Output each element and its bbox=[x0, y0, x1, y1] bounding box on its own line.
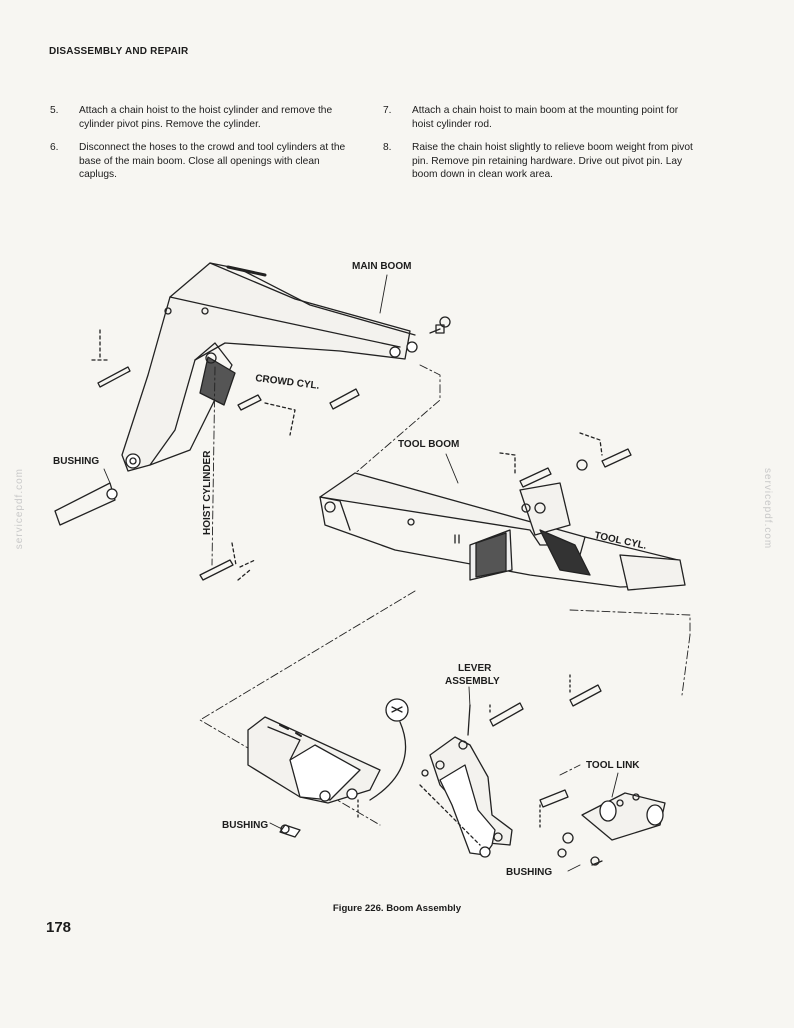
section-header: DISASSEMBLY AND REPAIR bbox=[49, 46, 189, 57]
step-text: Raise the chain hoist slightly to reliev… bbox=[412, 142, 693, 181]
label-lever: LEVER bbox=[458, 663, 492, 674]
label-crowd-cyl: CROWD CYL. bbox=[255, 373, 321, 392]
figure-caption: Figure 226. Boom Assembly bbox=[332, 903, 462, 914]
label-tool-boom: TOOL BOOM bbox=[398, 439, 459, 450]
leader-lines bbox=[103, 274, 619, 872]
step-6: 6. Disconnect the hoses to the crowd and… bbox=[50, 141, 350, 182]
page-number: 178 bbox=[46, 919, 72, 936]
steps-column-right: 7. Attach a chain hoist to main boom at … bbox=[383, 104, 701, 192]
tool-link-drawing bbox=[557, 792, 666, 866]
step-7: 7. Attach a chain hoist to main boom at … bbox=[383, 104, 701, 131]
step-number: 6. bbox=[50, 142, 59, 154]
steps-column-left: 5. Attach a chain hoist to the hoist cyl… bbox=[50, 104, 350, 192]
label-bushing-lower-left: BUSHING bbox=[222, 820, 268, 831]
hoist-cylinder-pin bbox=[199, 542, 256, 581]
main-boom-drawing bbox=[121, 262, 451, 472]
step-number: 5. bbox=[50, 105, 59, 116]
label-assembly: ASSEMBLY bbox=[445, 676, 500, 687]
watermark-right: servicepdf.com bbox=[762, 468, 773, 550]
step-number: 7. bbox=[383, 105, 392, 116]
lever-assembly-drawing bbox=[419, 674, 602, 858]
label-bushing-lower-right: BUSHING bbox=[506, 867, 552, 878]
tool-boom-drawing bbox=[319, 432, 686, 591]
label-hoist-cylinder: HOIST CYLINDER bbox=[202, 450, 213, 535]
label-tool-link: TOOL LINK bbox=[586, 760, 640, 771]
bucket-link-drawing bbox=[247, 716, 381, 838]
label-main-boom: MAIN BOOM bbox=[352, 261, 411, 272]
step-text: Disconnect the hoses to the crowd and to… bbox=[79, 142, 346, 181]
step-5: 5. Attach a chain hoist to the hoist cyl… bbox=[50, 104, 350, 131]
label-tool-cyl: TOOL CYL. bbox=[593, 530, 647, 552]
step-text: Attach a chain hoist to main boom at the… bbox=[412, 105, 679, 130]
boom-assembly-diagram: MAIN BOOM CROWD CYL. BUSHING HOIST CYLIN… bbox=[53, 261, 691, 878]
label-bushing-left: BUSHING bbox=[53, 456, 99, 467]
pivot-pins-upper bbox=[54, 329, 360, 526]
step-number: 8. bbox=[383, 142, 392, 154]
step-text: Attach a chain hoist to the hoist cylind… bbox=[79, 105, 333, 130]
step-8: 8. Raise the chain hoist slightly to rel… bbox=[383, 141, 701, 182]
pin-hose-drawing bbox=[369, 698, 409, 801]
